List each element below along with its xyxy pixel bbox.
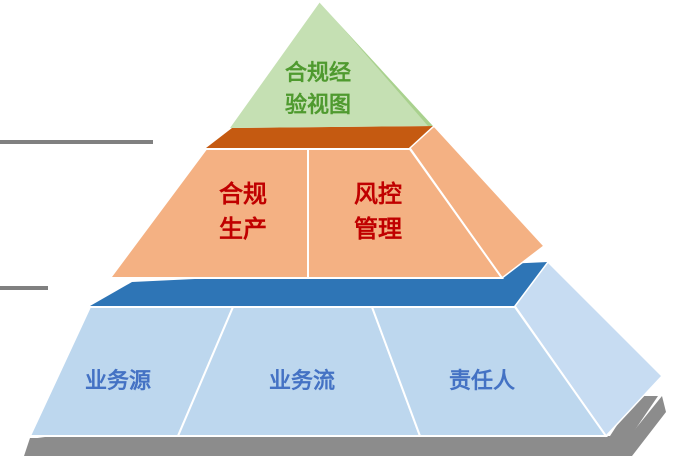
base-cell-label-1: 业务源	[85, 369, 151, 394]
top-label-line1: 合规经	[285, 60, 351, 86]
decor-line-lower	[0, 286, 48, 290]
base-floor	[24, 396, 666, 456]
middle-right-line1: 风控	[354, 180, 402, 208]
middle-top-face	[206, 126, 434, 148]
middle-right-line2: 管理	[354, 215, 402, 243]
middle-cell-right	[307, 148, 504, 279]
middle-left-line1: 合规	[219, 180, 267, 208]
top-label-line2: 验视图	[285, 92, 351, 118]
base-cell-label-2: 业务流	[269, 368, 335, 394]
decor-line-upper	[0, 140, 153, 144]
top-ridge	[319, 1, 435, 127]
middle-left-line2: 生产	[219, 215, 267, 243]
top-face-left	[230, 2, 434, 128]
middle-cell-left	[108, 148, 309, 279]
base-cell-label-3: 责任人	[449, 368, 515, 394]
base-cell-3	[370, 306, 608, 437]
